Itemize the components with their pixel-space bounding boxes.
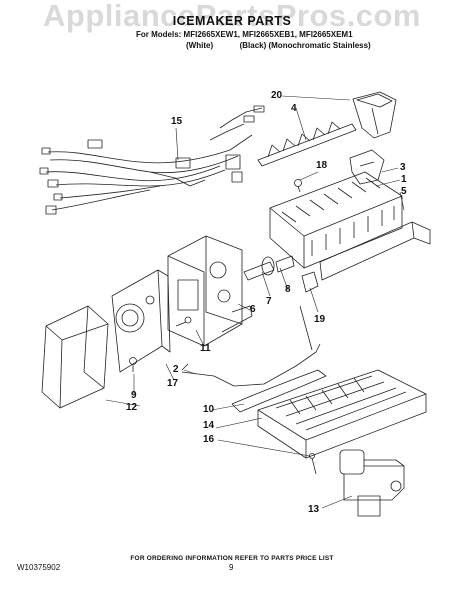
color-legend: (White) (Black) (Monochromatic Stainless…: [186, 41, 371, 50]
part-front-cover: [41, 305, 109, 409]
part-water-valve: [339, 449, 405, 517]
watermark: AppliancePartsPros.com: [43, 0, 421, 33]
callout-10: 10: [203, 404, 215, 415]
page-title: ICEMAKER PARTS: [172, 14, 292, 28]
part-cover: [319, 221, 431, 281]
callout-20: 20: [271, 90, 283, 101]
part-shield: [231, 369, 327, 413]
part-control-housing: [167, 235, 243, 347]
part-screws: [129, 316, 192, 372]
part-shutoff-arm: [221, 305, 313, 351]
part-clip: [301, 271, 319, 293]
callout-16: 16: [203, 434, 215, 445]
part-mounting-plate: [111, 269, 171, 373]
part-shaft: [243, 255, 295, 281]
leader-lines: [105, 95, 405, 509]
callout-15: 15: [171, 116, 183, 127]
callout-13: 13: [308, 504, 320, 515]
document-number: W10375902: [17, 563, 61, 572]
part-mold: [269, 171, 403, 269]
part-ejector: [257, 121, 357, 167]
part-screw-18: [294, 179, 302, 193]
part-fill-cup: [352, 91, 397, 139]
color-black: (Black) (Monochromatic Stainless): [239, 41, 371, 50]
callout-18: 18: [316, 160, 328, 171]
callout-3: 3: [400, 162, 406, 173]
callout-1: 1: [401, 174, 407, 185]
part-heater-tray: [257, 369, 427, 459]
callout-4: 4: [291, 103, 297, 114]
page-number: 9: [229, 563, 234, 572]
callout-14: 14: [203, 420, 215, 431]
color-white: (White): [186, 41, 214, 50]
callout-8: 8: [285, 284, 291, 295]
callout-2: 2: [173, 364, 179, 375]
model-list: For Models: MFI2665XEW1, MFI2665XEB1, MF…: [136, 30, 353, 39]
ordering-note: FOR ORDERING INFORMATION REFER TO PARTS …: [130, 555, 334, 562]
part-wire-arm: [181, 343, 321, 387]
callout-11: 11: [200, 343, 211, 354]
callout-6: 6: [250, 304, 256, 315]
callout-12: 12: [126, 402, 138, 413]
callout-5: 5: [401, 186, 407, 197]
part-wire-harness: [39, 105, 265, 215]
callout-19: 19: [314, 314, 326, 325]
callout-7: 7: [266, 296, 272, 307]
callout-17: 17: [167, 378, 179, 389]
callout-9: 9: [131, 390, 137, 401]
